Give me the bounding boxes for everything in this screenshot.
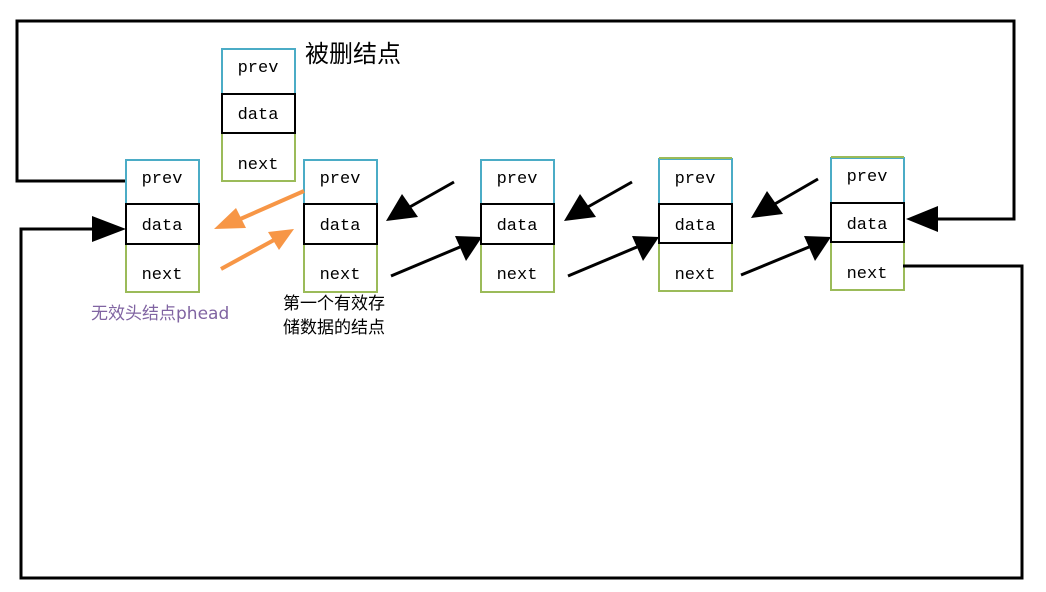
node3-next-arrow-line — [740, 245, 810, 277]
node-deleted-data-label: data — [238, 106, 279, 125]
node4-prev-arrow-line — [772, 177, 819, 207]
node-1-prev-label: prev — [320, 170, 361, 189]
node-4-next-label: next — [847, 265, 888, 284]
node2-prev-arrow-line — [407, 180, 455, 210]
head-prev-to-tail-link — [15, 19, 1016, 221]
node2-next-arrow-line — [567, 245, 638, 278]
relink-arrows — [214, 189, 305, 271]
node-2-data-label: data — [497, 217, 538, 236]
first-node-label-line1: 第一个有效存 — [283, 294, 385, 314]
node-1-prev-cell — [303, 159, 378, 205]
next-arrows — [390, 236, 831, 278]
node1-next-arrowhead — [455, 236, 482, 261]
head-next-to-node1-arrow-line — [220, 238, 275, 271]
node-3-data-label: data — [675, 217, 716, 236]
node-deleted: prev data next — [221, 48, 296, 182]
node2-next-arrowhead — [632, 236, 659, 261]
node-3-data-cell — [658, 203, 733, 244]
node-deleted-data-cell — [221, 93, 296, 134]
node1-prev-to-head-arrow-line — [237, 189, 305, 222]
node2-prev-arrowhead — [386, 194, 418, 221]
node3-prev-arrowhead — [564, 194, 596, 221]
node-2-data-cell — [480, 203, 555, 245]
node-2-next-cell — [480, 243, 555, 293]
node-head-data-cell — [125, 203, 200, 245]
node-head-prev-cell — [125, 159, 200, 205]
node-head-data-label: data — [142, 217, 183, 236]
node-4-prev-cell — [830, 157, 905, 204]
head-next-to-node1-arrowhead — [268, 229, 294, 250]
node-2-next-label: next — [497, 266, 538, 285]
node-3-prev-label: prev — [675, 170, 716, 189]
node-2-prev-label: prev — [497, 170, 538, 189]
node-head-prev-label: prev — [142, 170, 183, 189]
node1-next-arrow-line — [390, 245, 461, 278]
node-deleted-prev-cell — [221, 48, 296, 95]
node-head-next-label: next — [142, 266, 183, 285]
node-deleted-prev-label: prev — [238, 59, 279, 78]
head-node-label: 无效头结点phead — [91, 304, 229, 324]
node-4-data-label: data — [847, 216, 888, 235]
node-4: prev data next — [830, 156, 905, 291]
node-deleted-next-label: next — [238, 156, 279, 175]
node-1-next-label: next — [320, 266, 361, 285]
node-2: prev data next — [480, 159, 555, 293]
first-node-label-line2: 储数据的结点 — [283, 318, 385, 338]
node-4-data-cell — [830, 202, 905, 243]
node-1: prev data next — [303, 159, 378, 293]
tail-next-to-head-link — [19, 227, 1024, 580]
node-1-data-label: data — [320, 217, 361, 236]
node-3-next-label: next — [675, 266, 716, 285]
node1-prev-to-head-arrowhead — [214, 208, 246, 229]
node-head: prev data next — [125, 159, 200, 293]
deleted-node-label: 被删结点 — [305, 40, 401, 68]
node4-prev-arrowhead — [751, 191, 783, 218]
node-4-prev-label: prev — [847, 168, 888, 187]
node-1-data-cell — [303, 203, 378, 245]
node3-prev-arrow-line — [585, 180, 633, 210]
arrowhead-head-data — [92, 216, 126, 242]
node-3: prev data next — [658, 157, 733, 292]
node-1-next-cell — [303, 243, 378, 293]
arrowhead-tail-data — [906, 206, 938, 232]
node3-next-arrowhead — [804, 236, 831, 261]
prev-arrows — [386, 177, 819, 221]
